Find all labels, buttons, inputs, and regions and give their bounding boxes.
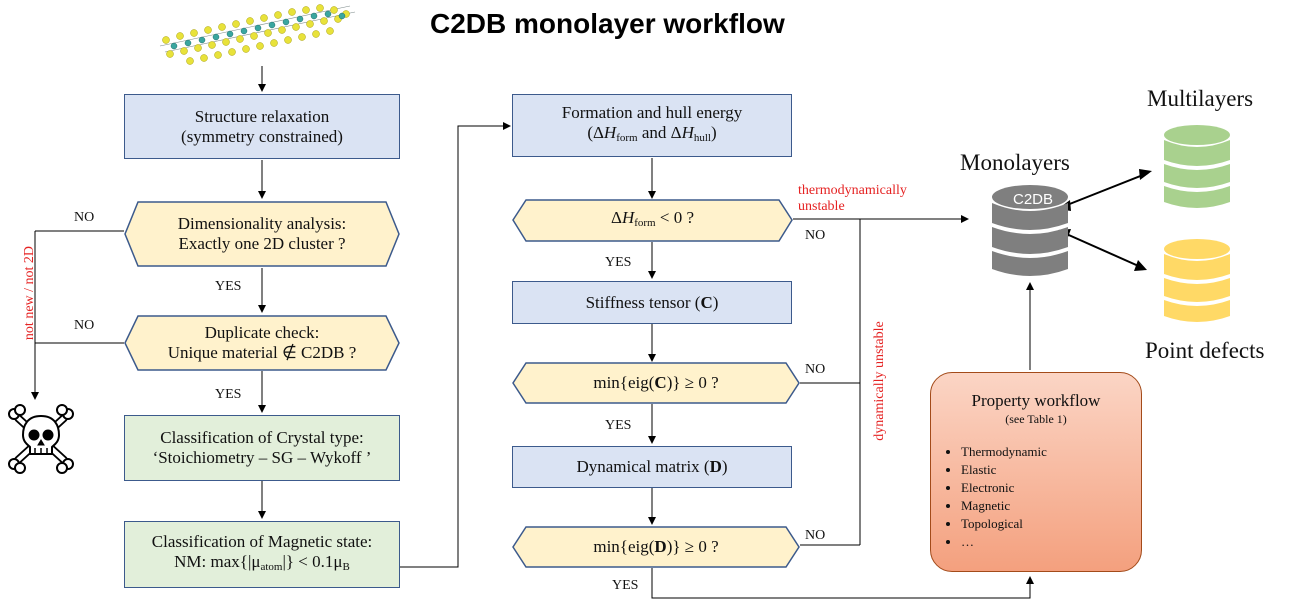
no-label-duplicate: NO xyxy=(74,318,95,333)
c2db-db-label: C2DB xyxy=(1013,191,1054,208)
duplicate-line2: Unique material ∉ C2DB ? xyxy=(167,343,357,362)
no-label-dimensionality: NO xyxy=(74,210,95,225)
formation-line2: (ΔHform and ΔHhull) xyxy=(587,123,717,144)
structure-relaxation-box: Structure relaxation (symmetry constrain… xyxy=(124,94,400,159)
formation-energy-box: Formation and hull energy (ΔHform and ΔH… xyxy=(512,94,792,157)
no-label-hform: NO xyxy=(805,228,826,243)
property-item: Topological xyxy=(961,515,1047,533)
property-item: Magnetic xyxy=(961,497,1047,515)
property-workflow-box: Property workflow (see Table 1) Thermody… xyxy=(930,372,1142,572)
crystal-type-box: Classification of Crystal type: ‘Stoichi… xyxy=(124,415,400,481)
dynamical-matrix-box: Dynamical matrix (D) xyxy=(512,446,792,488)
dynamical-text: Dynamical matrix (D) xyxy=(576,457,728,476)
not-new-label: not new / not 2D xyxy=(22,245,37,341)
magnetic-line1: Classification of Magnetic state: xyxy=(151,532,373,551)
point-defects-database-icon xyxy=(1164,239,1230,322)
crystal-line1: Classification of Crystal type: xyxy=(160,428,364,447)
yes-label-eigC: YES xyxy=(605,418,632,433)
no-label-eigD: NO xyxy=(805,528,826,543)
multilayers-label: Multilayers xyxy=(1147,86,1254,111)
dimensionality-decision: Dimensionality analysis: Exactly one 2D … xyxy=(124,201,400,267)
database-icon xyxy=(992,185,1068,276)
point-defects-label: Point defects xyxy=(1145,338,1265,363)
eigC-text: min{eig(C)} ≥ 0 ? xyxy=(593,373,719,392)
property-workflow-subtitle: (see Table 1) xyxy=(1005,412,1067,426)
hform-text: ΔHform < 0 ? xyxy=(611,208,694,229)
property-workflow-title: Property workflow xyxy=(971,391,1101,410)
magnetic-line2: NM: max{|μatom|} < 0.1μB xyxy=(174,552,350,573)
dimensionality-line1: Dimensionality analysis: xyxy=(177,214,347,233)
monolayers-label: Monolayers xyxy=(960,150,1070,175)
page-title: C2DB monolayer workflow xyxy=(430,8,785,39)
eigC-decision: min{eig(C)} ≥ 0 ? xyxy=(512,362,800,404)
eigD-text: min{eig(D)} ≥ 0 ? xyxy=(593,537,719,556)
property-item: Electronic xyxy=(961,479,1047,497)
crystal-line2: ‘Stoichiometry – SG – Wykoff ’ xyxy=(152,448,372,467)
hform-decision: ΔHform < 0 ? xyxy=(512,199,793,242)
relax-line2: (symmetry constrained) xyxy=(181,126,343,146)
dyn-unstable-label: dynamically unstable xyxy=(872,321,887,441)
yes-label-eigD: YES xyxy=(612,578,639,593)
property-item: … xyxy=(961,533,1047,551)
duplicate-line1: Duplicate check: xyxy=(204,323,320,342)
relax-line1: Structure relaxation xyxy=(194,106,330,126)
no-label-eigC: NO xyxy=(805,362,826,377)
formation-line1: Formation and hull energy xyxy=(561,103,743,122)
yes-label-duplicate: YES xyxy=(215,387,242,402)
stiffness-text: Stiffness tensor (C) xyxy=(585,292,719,312)
stiffness-tensor-box: Stiffness tensor (C) xyxy=(512,281,792,324)
property-item: Thermodynamic xyxy=(961,443,1047,461)
property-item: Elastic xyxy=(961,461,1047,479)
yes-label-dimensionality: YES xyxy=(215,279,242,294)
skull-crossbones-icon xyxy=(8,404,74,474)
yes-label-hform: YES xyxy=(605,255,632,270)
property-list: Thermodynamic Elastic Electronic Magneti… xyxy=(943,443,1047,551)
dimensionality-line2: Exactly one 2D cluster ? xyxy=(178,234,346,253)
multilayers-database-icon xyxy=(1164,125,1230,208)
duplicate-decision: Duplicate check: Unique material ∉ C2DB … xyxy=(124,315,400,371)
eigD-decision: min{eig(D)} ≥ 0 ? xyxy=(512,526,800,568)
magnetic-state-box: Classification of Magnetic state: NM: ma… xyxy=(124,521,400,588)
